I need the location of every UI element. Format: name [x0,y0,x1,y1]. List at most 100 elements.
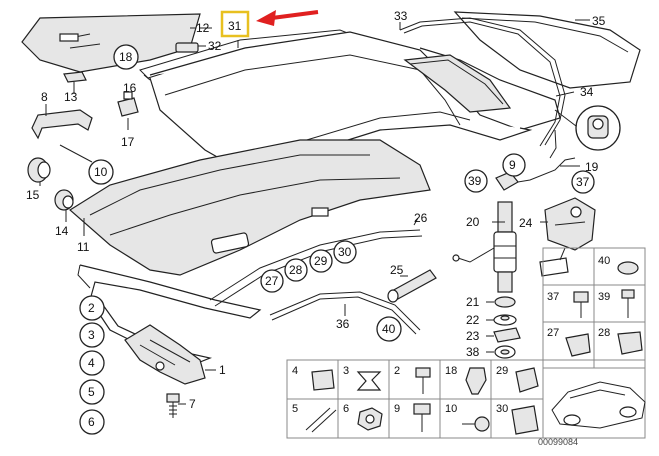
hardware-legend [286,247,646,439]
callout-23[interactable]: 23 [466,329,480,343]
callout-6-circle [79,409,105,435]
callout-28[interactable]: 28 [289,263,303,277]
callout-26[interactable]: 26 [414,211,428,225]
seal-strip-33 [399,17,566,146]
callout-38[interactable]: 38 [466,345,480,359]
callout-9[interactable]: 9 [509,158,516,172]
retainer-icon [515,367,539,393]
callout-17[interactable]: 17 [121,135,135,149]
pad-icon [311,369,335,391]
callout-25[interactable]: 25 [390,263,404,277]
callout-5[interactable]: 5 [88,385,95,399]
callout-37[interactable]: 37 [576,175,590,189]
callout-40[interactable]: 40 [382,322,396,336]
callout-34[interactable]: 34 [580,85,594,99]
callout-14[interactable]: 14 [55,224,69,238]
lock-bracket-24 [539,197,596,277]
callout-31[interactable]: 31 [228,19,242,33]
clip-27-icon [565,333,591,357]
legend-ref-28: 28 [598,327,610,339]
catalog-code: 00099084 [538,437,578,447]
callout-37-circle [571,170,595,194]
callout-29-circle [309,249,333,273]
callout-6[interactable]: 6 [88,415,95,429]
legend-ref-27: 27 [547,327,559,339]
clip-icon [465,367,487,395]
callout-7[interactable]: 7 [189,397,196,411]
callout-20[interactable]: 20 [466,215,480,229]
callout-36[interactable]: 36 [336,317,350,331]
callout-19[interactable]: 19 [585,160,599,174]
legend-ref-9: 9 [394,403,400,415]
nut-icon [357,407,383,431]
legend-ref-18: 18 [445,365,457,377]
callout-9-circle [502,153,526,177]
strip-icon [305,407,337,433]
legend-ref-37: 37 [547,291,559,303]
rear-seal-35 [453,11,641,89]
callout-12[interactable]: 12 [196,21,210,35]
callout-29[interactable]: 29 [314,254,328,268]
callout-27[interactable]: 27 [265,274,279,288]
clip-28-icon [617,331,643,355]
clip-nut-icon [511,405,539,435]
seal-strip-26 [209,229,421,301]
pointer-arrow [256,10,319,26]
bracket-23 [493,327,521,343]
callout-8[interactable]: 8 [41,90,48,104]
legend-labels: 4 3 2 18 29 5 6 9 10 30 40 37 39 27 28 [292,255,610,415]
bolt-icon [415,367,431,394]
callout-11[interactable]: 11 [77,240,90,254]
legend-ref-5: 5 [292,403,298,415]
cable-19 [499,157,576,186]
callout-5-circle [79,379,105,405]
latch-assembly-1 [124,324,206,385]
callout-16[interactable]: 16 [123,81,137,95]
actuator-20 [452,201,517,293]
callout-21[interactable]: 21 [466,295,480,309]
callout-3[interactable]: 3 [88,328,95,342]
callout-1[interactable]: 1 [219,363,226,377]
callout-35[interactable]: 35 [592,14,606,28]
grab-handle-8 [31,109,93,140]
hex-bolt-icon [413,403,431,432]
highlight-box [220,10,250,38]
screw-7 [166,393,180,418]
bolt-39-icon [621,289,635,318]
callout-33[interactable]: 33 [394,9,408,23]
legend-ref-10: 10 [445,403,457,415]
screw-icon [462,416,490,432]
legend-ref-4: 4 [292,365,298,377]
callout-22[interactable]: 22 [466,313,480,327]
callout-30[interactable]: 30 [338,245,352,259]
callout-32[interactable]: 32 [208,39,222,53]
callout-24[interactable]: 24 [519,216,533,230]
legend-ref-2: 2 [394,365,400,377]
callout-30-circle [333,240,357,264]
spacer-icon [356,371,382,391]
trim-clip-32 [175,42,206,53]
callout-39[interactable]: 39 [468,174,482,188]
legend-ref-30: 30 [496,403,508,415]
legend-ref-39: 39 [598,291,610,303]
legend-ref-3: 3 [343,365,349,377]
callout-4[interactable]: 4 [88,356,95,370]
callout-18[interactable]: 18 [119,50,133,64]
hardtop-shell [149,31,561,171]
callout-2[interactable]: 2 [88,301,95,315]
callout-18-circle [113,44,139,70]
clip-13 [63,71,87,88]
callout-4-circle [79,350,105,376]
bolt-37-icon [573,291,589,318]
callout-10[interactable]: 10 [94,165,108,179]
callout-15[interactable]: 15 [26,188,40,202]
callout-13[interactable]: 13 [64,90,78,104]
callout-10-circle [88,159,114,185]
callout-40-circle [376,316,402,342]
inner-frame [68,139,431,276]
nut-22 [493,314,517,326]
callout-2-circle [79,295,105,321]
legend-ref-6: 6 [343,403,349,415]
